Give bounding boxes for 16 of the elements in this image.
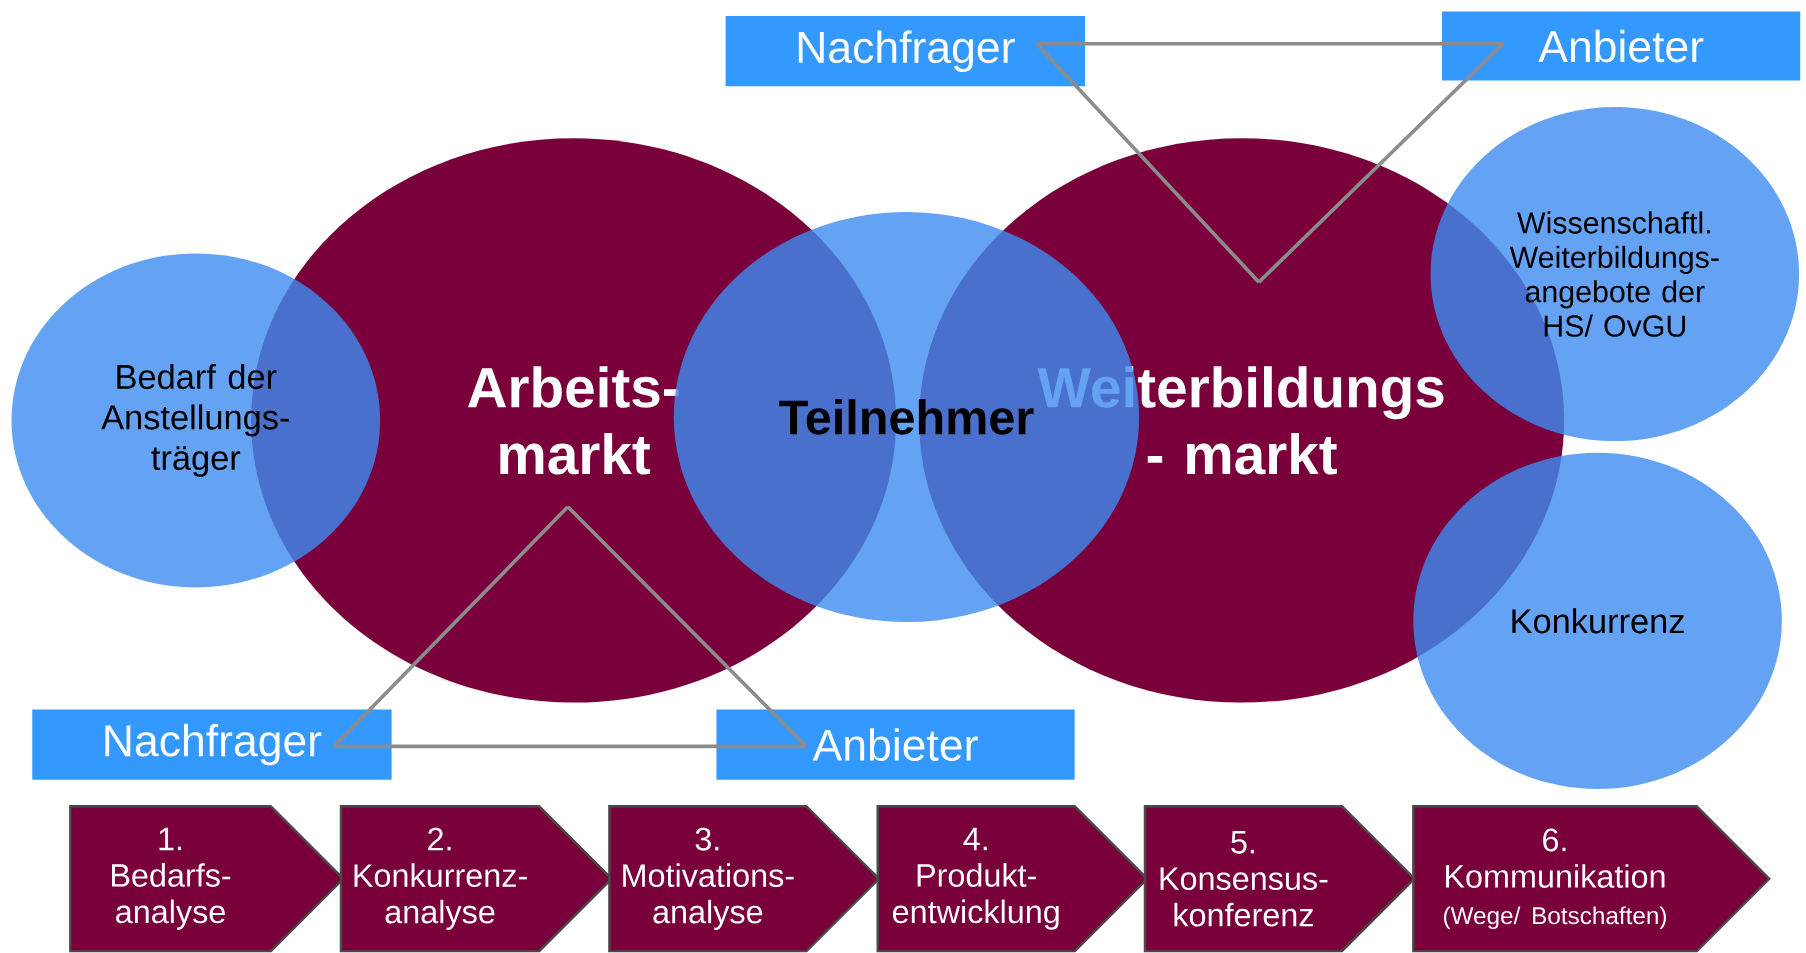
chevron-step: 3. Motivations- analyse — [608, 805, 881, 953]
chevron-step: 1. Bedarfs- analyse — [69, 805, 346, 953]
chevron-step: 5. Konsensus- konferenz — [1143, 805, 1417, 953]
label-box: Anbieter — [1442, 11, 1801, 81]
connector-line — [1257, 42, 1505, 284]
connector-line — [332, 505, 570, 748]
connector-line — [566, 505, 808, 748]
label-box: Nachfrager — [32, 709, 392, 780]
connector-line — [1035, 42, 1261, 284]
connector-line — [1036, 42, 1504, 46]
connector-line — [334, 744, 807, 749]
chevron-step: 6. Kommunikation (Wege/ Botschaften) — [1412, 805, 1771, 953]
chevron-step: 4. Produkt- entwicklung — [876, 805, 1149, 953]
label-box: Nachfrager — [725, 16, 1085, 87]
chevron-step: 2. Konkurrenz- analyse — [339, 805, 614, 953]
label-box: Anbieter — [716, 709, 1075, 780]
